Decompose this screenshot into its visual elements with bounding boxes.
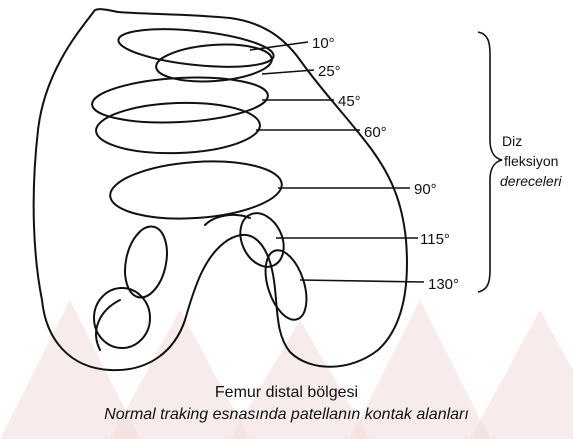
contact-zone-10 [117,23,276,73]
caption-subtitle: Normal traking esnasında patellanın kont… [0,405,573,425]
contact-zone-medial [119,223,173,302]
left-condyle-inner [96,300,120,350]
bracket-label-fleksiyon: fleksiyon [504,153,558,169]
contact-zone-lateral [94,288,150,348]
label-10: 10° [312,35,335,52]
label-115: 115° [420,231,450,248]
contact-zone-60 [95,100,261,156]
leader-25 [262,70,314,74]
label-25: 25° [318,63,341,80]
contact-zone-45 [91,73,269,126]
bracket-label-dereceleri: dereceleri [500,173,562,189]
label-90: 90° [414,181,437,198]
label-45: 45° [338,93,361,110]
label-130: 130° [428,276,459,293]
femur-outline [34,9,407,370]
bracket-label-diz: Diz [502,133,522,149]
flexion-bracket [478,32,502,292]
label-60: 60° [364,124,387,141]
contact-zone-130 [258,245,314,325]
caption-title: Femur distal bölgesi [0,383,573,403]
